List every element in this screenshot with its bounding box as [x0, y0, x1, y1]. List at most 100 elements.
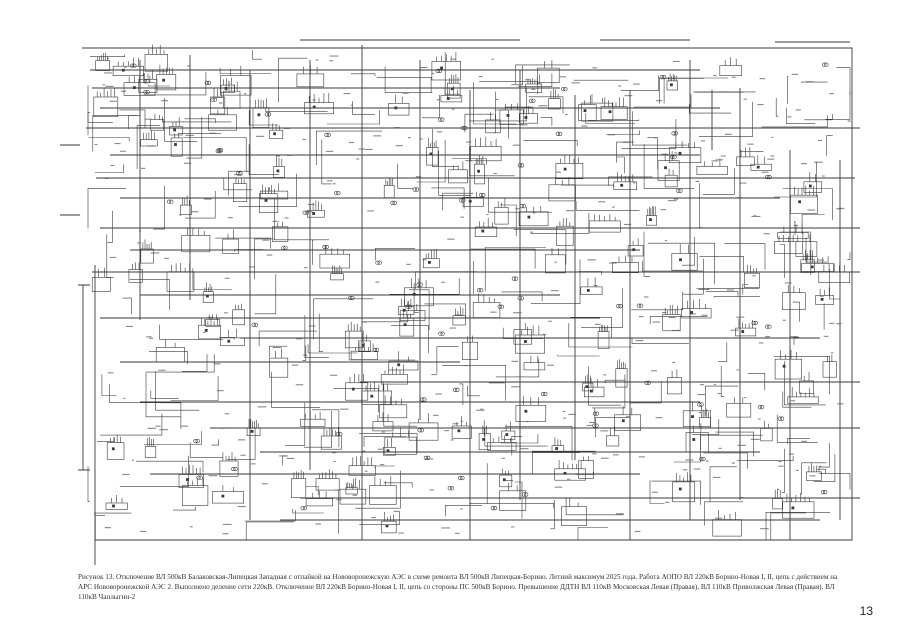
transmission-line — [375, 248, 416, 261]
feeder-ticks — [786, 492, 810, 502]
annotation-speck — [437, 131, 443, 133]
transmission-line — [94, 512, 132, 515]
substation-block — [178, 474, 204, 488]
transmission-line — [363, 436, 407, 447]
transmission-line — [119, 455, 189, 487]
feeder-ticks — [385, 178, 393, 186]
annotation-speck — [795, 469, 799, 471]
feeder-ticks — [374, 476, 392, 486]
transmission-line — [106, 234, 114, 278]
transmission-line — [801, 81, 828, 83]
transmission-line — [304, 410, 332, 448]
feeder-ticks — [569, 498, 579, 507]
annotation-speck — [736, 316, 745, 318]
breaker-symbol — [678, 487, 682, 491]
transmission-line — [621, 119, 677, 149]
transmission-line — [581, 288, 623, 328]
annotation-speck — [515, 208, 520, 210]
transmission-line — [715, 431, 754, 457]
feeder-ticks — [425, 248, 437, 259]
transmission-line — [779, 244, 785, 278]
transmission-line — [107, 210, 113, 243]
breaker-symbol — [276, 169, 280, 173]
annotation-speck — [747, 143, 754, 145]
annotation-speck — [214, 363, 221, 365]
transmission-line — [515, 64, 570, 84]
feeder-ticks — [362, 332, 367, 341]
substation-block — [561, 506, 587, 527]
substation-block — [580, 286, 603, 295]
annotation-speck — [603, 374, 607, 376]
transmission-line — [587, 119, 640, 121]
substation-block — [180, 204, 192, 216]
feeder-ticks — [550, 89, 559, 99]
transmission-line — [292, 509, 324, 514]
feeder-ticks — [559, 217, 571, 227]
transmission-line — [248, 144, 279, 175]
annotation-speck — [715, 159, 724, 161]
substation-block — [448, 169, 468, 184]
annotation-speck — [778, 465, 784, 467]
transformer-winding — [195, 439, 200, 444]
breaker-symbol — [312, 212, 316, 215]
annotation-speck — [512, 144, 520, 146]
annotation-speck — [238, 439, 246, 441]
feeder-ticks — [395, 94, 403, 104]
annotation-speck — [550, 290, 559, 292]
annotation-speck — [486, 214, 489, 216]
transmission-line — [532, 451, 581, 453]
breaker-symbol — [385, 524, 389, 528]
transformer-winding — [672, 155, 677, 160]
transformer-winding — [519, 204, 524, 209]
transmission-line — [442, 192, 474, 211]
breaker-symbol — [691, 415, 694, 419]
transmission-line — [575, 472, 594, 475]
annotation-speck — [547, 364, 554, 366]
annotation-speck — [224, 277, 230, 279]
annotation-speck — [216, 390, 224, 392]
annotation-speck — [809, 475, 816, 477]
annotation-speck — [340, 408, 349, 410]
feeder-ticks — [467, 335, 473, 343]
annotation-speck — [308, 203, 315, 205]
annotation-speck — [102, 84, 105, 86]
annotation-speck — [380, 464, 385, 466]
transmission-line — [312, 409, 340, 448]
annotation-speck — [441, 281, 446, 283]
substation-block — [252, 107, 270, 128]
annotation-speck — [114, 143, 121, 145]
feeder-ticks — [679, 243, 689, 254]
breaker-symbol — [506, 114, 510, 117]
annotation-speck — [279, 455, 289, 457]
transmission-line — [438, 151, 472, 196]
annotation-speck — [329, 60, 334, 62]
transformer-winding — [416, 282, 421, 287]
transmission-line — [421, 94, 440, 119]
feeder-ticks — [551, 247, 559, 255]
annotation-speck — [330, 374, 338, 376]
transmission-line — [511, 436, 522, 456]
transformer-winding — [757, 405, 763, 410]
feeder-ticks — [349, 373, 364, 383]
annotation-speck — [526, 421, 529, 423]
transformer-winding — [497, 304, 502, 309]
feeder-ticks — [235, 303, 242, 310]
transmission-line — [604, 379, 626, 384]
annotation-speck — [801, 440, 807, 442]
transformer-winding — [130, 63, 135, 68]
feeder-ticks — [377, 412, 389, 422]
transformer-winding — [699, 456, 704, 462]
breaker-symbol — [403, 323, 407, 327]
transformer-winding — [644, 380, 649, 385]
feeder-ticks — [325, 245, 344, 255]
transmission-line — [101, 374, 117, 396]
annotation-speck — [562, 410, 566, 412]
annotation-speck — [332, 183, 336, 185]
transformer-winding — [302, 210, 307, 215]
transformer-winding — [767, 324, 772, 329]
annotation-speck — [818, 139, 822, 141]
transmission-line — [252, 50, 262, 60]
annotation-speck — [147, 145, 155, 147]
substation-block — [379, 404, 408, 419]
breaker-symbol — [820, 297, 824, 301]
